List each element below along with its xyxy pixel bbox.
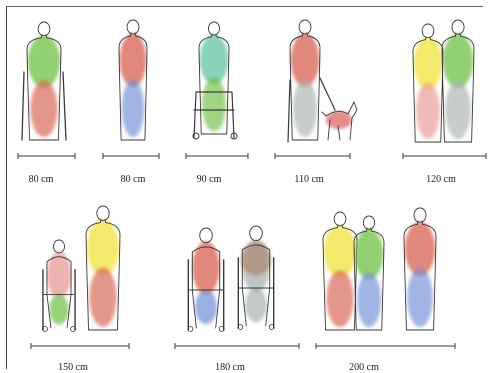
dimension-line-200cm-three-people: [316, 343, 455, 349]
person-green-200: [354, 216, 384, 330]
dimension-line-180cm-two-wheelchairs: [175, 343, 299, 349]
person-standing: [119, 20, 147, 140]
wheelchair-user-left-180: [188, 228, 224, 332]
figures-layer: [22, 20, 474, 332]
wheelchair-user-right-180: [238, 226, 274, 330]
dimension-line-80cm-standing: [103, 153, 159, 159]
width-label-200cm-three-people: 200 cm: [349, 362, 379, 373]
dimension-line-80cm-crutches: [18, 153, 75, 159]
person-right-green: [442, 20, 474, 142]
width-label-180cm-two-wheelchairs: 180 cm: [215, 362, 245, 373]
person-with-crutches: [22, 22, 66, 140]
person-left-yellow: [413, 24, 443, 142]
person-standing-150: [86, 206, 120, 330]
dimension-line-90cm-walker: [186, 153, 248, 159]
dimension-line-110cm-cane-dog: [275, 153, 350, 159]
person-red-200: [404, 208, 436, 330]
guide-dog: [322, 102, 357, 140]
width-label-150cm-wheelchair-person: 150 cm: [58, 362, 88, 373]
dimension-line-120cm-two-people: [403, 153, 486, 159]
person-yellow-200: [323, 212, 357, 330]
dimension-line-150cm-wheelchair-person: [31, 343, 129, 349]
width-label-80cm-standing: 80 cm: [121, 174, 146, 185]
person-with-walker: [193, 22, 237, 139]
width-label-90cm-walker: 90 cm: [197, 174, 222, 185]
width-label-110cm-cane-dog: 110 cm: [294, 174, 323, 185]
wheelchair-user-150: [42, 240, 75, 332]
width-label-80cm-crutches: 80 cm: [29, 174, 54, 185]
width-label-120cm-two-people: 120 cm: [426, 174, 456, 185]
